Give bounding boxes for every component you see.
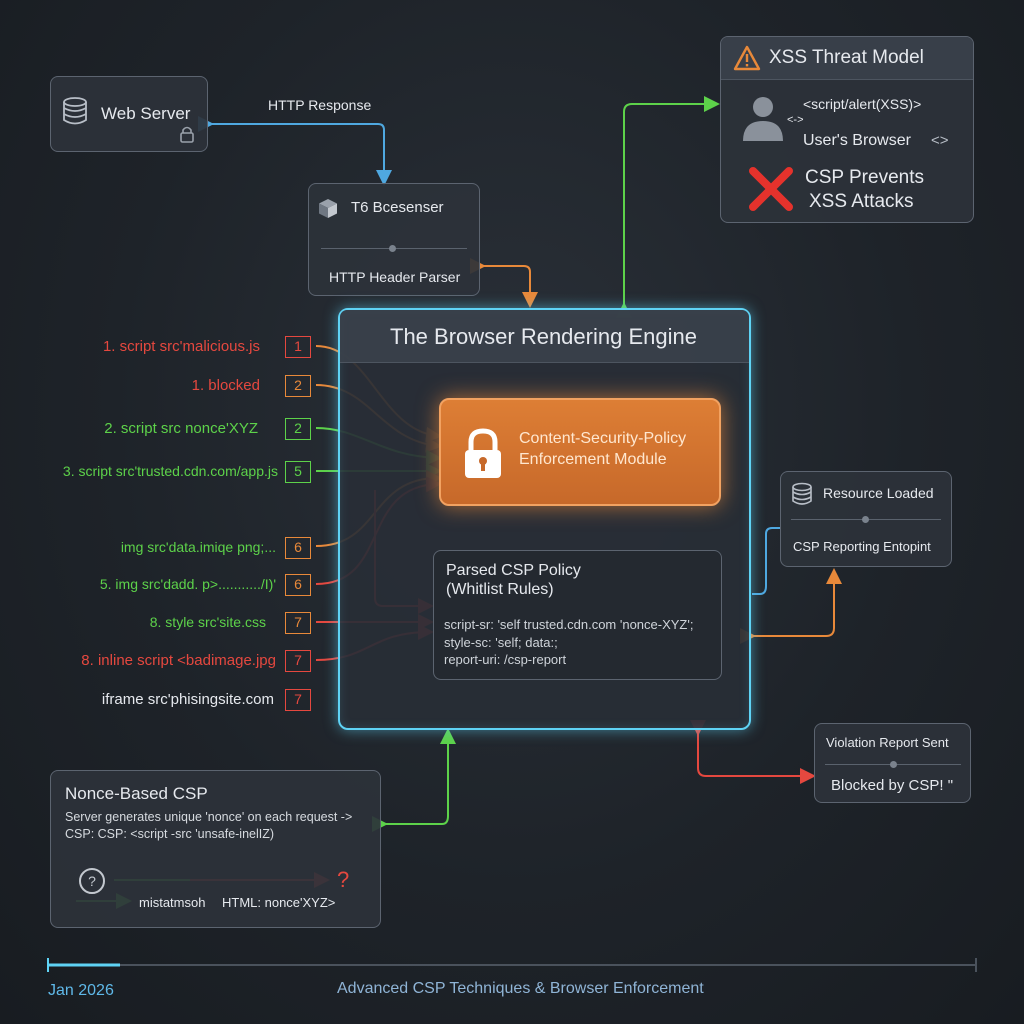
enforcement-line2: Enforcement Module [519,451,667,468]
nonce-line2: CSP: CSP: <script -src 'unsafe-inelIZ) [65,827,275,841]
database-icon [63,97,87,125]
web-server-node[interactable]: Web Server [50,76,208,152]
resource-loaded-node[interactable]: Resource Loaded CSP Reporting Entopint [780,471,952,567]
cross-icon [749,167,793,211]
request-code-4: 5 [285,461,311,483]
nonce-line1: Server generates unique 'nonce' on each … [65,810,353,824]
nonce-csp-panel[interactable]: Nonce-Based CSP Server generates unique … [50,770,381,928]
footer-title: Advanced CSP Techniques & Browser Enforc… [337,980,704,997]
question-circle-icon: ? [79,868,105,894]
violation-report-node[interactable]: Violation Report Sent Blocked by CSP! " [814,723,971,803]
violation-label: Blocked by CSP! " [831,777,954,794]
nonce-html: HTML: nonce'XYZ> [222,895,336,910]
engine-violation-wire [690,720,816,784]
threat-browser: User's Browser [803,132,911,149]
http-response-label: HTTP Response [268,97,372,113]
request-code-9: 7 [285,689,311,711]
web-server-label: Web Server [101,104,191,123]
request-code-7: 7 [285,612,311,634]
parser-engine-wire [470,258,538,308]
request-label-4: 3. script src'trusted.cdn.com/app.js [62,463,278,479]
policy-title-line2: (Whitlist Rules) [446,581,554,598]
policy-rule-style: style-sc: 'self; data:; [444,635,558,650]
footer-date: Jan 2026 [48,982,114,999]
resource-title: Resource Loaded [823,485,934,501]
request-code-8: 7 [285,650,311,672]
policy-rule-report: report-uri: /csp-report [444,652,567,667]
request-code-1: 1 [285,336,311,358]
nonce-mismatch: mistatmsoh [139,895,206,910]
threat-prevent-line2: XSS Attacks [809,191,914,212]
resource-label: CSP Reporting Entopint [793,539,931,554]
threat-browser-tag: <> [931,132,949,149]
engine-resource-wire [752,527,780,595]
lock-small-icon [180,126,194,143]
warning-icon [733,45,761,71]
violation-title: Violation Report Sent [826,735,949,750]
user-icon [743,97,783,141]
request-code-3: 2 [285,418,311,440]
request-label-2: 1. blocked [191,377,260,394]
threat-script: <script/alert(XSS)> [803,96,922,112]
threat-prevent-line1: CSP Prevents [805,167,924,188]
threat-arrow: <-> [787,114,804,126]
policy-resource-wire [740,568,842,644]
request-label-9: iframe src'phisingsite.com [101,691,274,708]
question-red-icon: ? [337,867,350,892]
engine-title: The Browser Rendering Engine [390,324,697,349]
csp-enforcement-module[interactable]: Content-Security-Policy Enforcement Modu… [439,398,721,506]
threat-title: XSS Threat Model [769,47,924,68]
header-parser-node[interactable]: T6 Bcesenser HTTP Header Parser [308,183,480,296]
request-label-8: 8. inline script <badimage.jpg [81,652,276,669]
request-label-1: 1. script src'malicious.js [102,338,260,355]
nonce-title: Nonce-Based CSP [65,784,208,803]
nonce-engine-wire [372,728,456,832]
request-code-6: 6 [285,574,311,596]
request-code-2: 2 [285,375,311,397]
http-response-wire [198,116,392,186]
policy-title-line1: Parsed CSP Policy [446,562,581,579]
xss-threat-panel[interactable]: XSS Threat Model <script/alert(XSS)> <->… [720,36,974,223]
database-icon [792,482,812,505]
parsed-csp-policy[interactable]: Parsed CSP Policy (Whitlist Rules) scrip… [433,550,722,680]
parser-title: T6 Bcesenser [351,199,444,216]
request-label-7: 8. style src'site.css [149,614,266,630]
enforcement-line1: Content-Security-Policy [519,430,687,447]
request-label-5: img src'data.imiqe png;... [120,539,276,555]
request-label-6: 5. img src'dadd. p>.........../Ι)' [99,576,276,592]
request-code-5: 6 [285,537,311,559]
parser-label: HTTP Header Parser [329,269,461,285]
policy-rule-script: script-sr: 'self trusted.cdn.com 'nonce-… [444,617,694,632]
padlock-icon [465,428,501,478]
engine-threat-wire [616,96,720,318]
cube-icon [319,199,337,218]
request-label-3: 2. script src nonce'XYZ [104,420,258,437]
